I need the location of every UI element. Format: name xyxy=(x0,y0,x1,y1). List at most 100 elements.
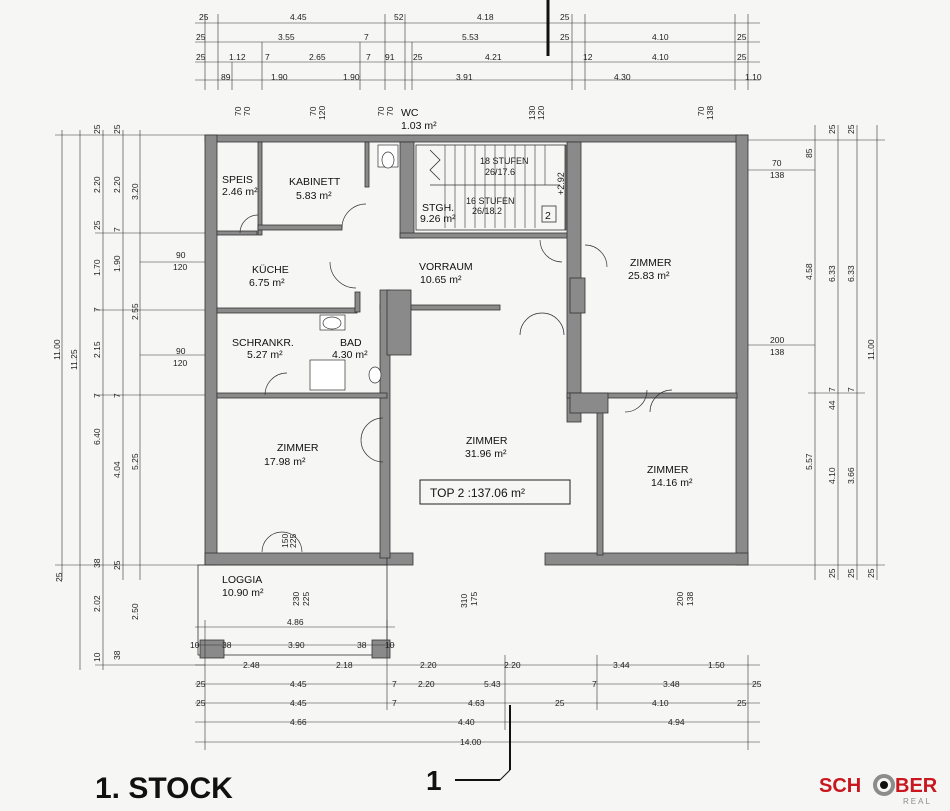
stairs-lower-label: 16 STUFEN xyxy=(466,196,515,206)
dim-bot-5-0: 4.66 xyxy=(290,717,307,727)
dim-bot-3-4: 5.43 xyxy=(484,679,501,689)
dim-right-c2-5: 25 xyxy=(846,568,856,578)
dim-left-c2-12: 38 xyxy=(112,650,122,660)
dim-left-c3-3: 1.90 xyxy=(112,255,122,272)
dim-bot-2-0: 2.48 xyxy=(243,660,260,670)
dim-right-outer-1: 6.33 xyxy=(846,265,856,282)
dim-left-open-1: 120 xyxy=(173,262,187,272)
dim-open-top-4: 70 xyxy=(376,106,386,116)
room-speis-name: SPEIS xyxy=(222,174,253,186)
dim-top-1-1: 3.55 xyxy=(278,32,295,42)
dim-bot-open-4: 310 xyxy=(459,594,469,608)
section-mark-2: 2 xyxy=(545,210,551,222)
floor-title: 1. STOCK xyxy=(95,772,233,805)
dim-left-c3-0: 25 xyxy=(112,124,122,134)
dim-open-top-5: 70 xyxy=(385,106,395,116)
dim-top-2-3: 2.65 xyxy=(309,52,326,62)
dim-left-c2-9: 25 xyxy=(54,572,64,582)
dim-open-top-0: 70 xyxy=(233,106,243,116)
dim-left-outer-1: 11.25 xyxy=(69,349,79,370)
right-dimension-labels: 11.00 6.33 85 4.58 5.57 25 25 6.33 7 44 … xyxy=(770,124,876,578)
doors xyxy=(239,203,673,553)
dim-top-2-9: 4.10 xyxy=(652,52,669,62)
dim-right-c2-2: 7 xyxy=(827,387,837,392)
dim-left-c1-2: 5.25 xyxy=(130,453,140,470)
dim-bot-4-2: 7 xyxy=(392,698,397,708)
dim-top-3-0: 89 xyxy=(221,72,231,82)
dim-left-c2-6: 7 xyxy=(92,393,102,398)
dim-bot-4-3: 4.63 xyxy=(468,698,485,708)
dim-bot-1-3: 38 xyxy=(357,640,367,650)
dim-left-c2-1: 2.20 xyxy=(92,176,102,193)
dim-right-c2-4: 4.10 xyxy=(827,467,837,484)
dim-top-3-2: 1.90 xyxy=(343,72,360,82)
dim-right-c1-1: 4.58 xyxy=(804,263,814,280)
room-speis-area: 2.46 m² xyxy=(222,186,258,198)
dim-right-c1-2: 5.57 xyxy=(804,453,814,470)
room-schrankr-name: SCHRANKR. xyxy=(232,337,294,349)
dim-top-2-1: 1.12 xyxy=(229,52,246,62)
room-zimmer-c-name: ZIMMER xyxy=(466,435,508,447)
dim-left-c3-6: 25 xyxy=(112,560,122,570)
dim-right-c3-3: 25 xyxy=(866,568,876,578)
dim-bot-0-0: 4.86 xyxy=(287,617,304,627)
dim-open-top-6: 130 xyxy=(527,106,537,120)
room-zimmer-w-name: ZIMMER xyxy=(277,442,319,454)
dim-left-c3-4: 7 xyxy=(112,393,122,398)
dim-top-1-6: 25 xyxy=(737,32,747,42)
dim-left-open-2: 90 xyxy=(176,346,186,356)
dim-left-c1-1: 2.55 xyxy=(130,303,140,320)
dim-left-open-3: 120 xyxy=(173,358,187,368)
dim-open-top-8: 70 xyxy=(696,106,706,116)
dim-bot-3-7: 25 xyxy=(752,679,762,689)
room-zimmer-e-area: 14.16 m² xyxy=(651,477,693,489)
dim-bot-1-4: 10 xyxy=(385,640,395,650)
room-zimmer-ne-area: 25.83 m² xyxy=(628,270,670,282)
dim-bot-1-0: 10 xyxy=(190,640,200,650)
room-kueche-name: KÜCHE xyxy=(252,264,289,276)
dim-top-2-2: 7 xyxy=(265,52,270,62)
dim-left-c2-10: 2.02 xyxy=(92,595,102,612)
logo-text-right: BER xyxy=(895,775,938,797)
dim-bot-2-2: 2.20 xyxy=(420,660,437,670)
right-dimension-lines xyxy=(740,125,885,580)
dim-bot-open-3: 225 xyxy=(301,592,311,606)
schober-real-logo: SCH BER REAL xyxy=(817,768,945,806)
dim-open-top-3: 120 xyxy=(317,106,327,120)
dim-bot-2-4: 3.44 xyxy=(613,660,630,670)
logo-sub: REAL xyxy=(903,797,932,806)
dim-right-open-3: 138 xyxy=(770,347,784,357)
dim-bot-3-2: 7 xyxy=(392,679,397,689)
dim-left-c2-8: 38 xyxy=(92,558,102,568)
dim-open-top-1: 70 xyxy=(242,106,252,116)
stairs-upper-label: 18 STUFEN xyxy=(480,156,529,166)
dim-bot-2-5: 1.50 xyxy=(708,660,725,670)
dim-bot-open-6: 200 xyxy=(675,592,685,606)
room-loggia-area: 10.90 m² xyxy=(222,587,264,599)
room-bad-area: 4.30 m² xyxy=(332,349,368,361)
dim-bot-4-5: 4.10 xyxy=(652,698,669,708)
room-wc-area: 1.03 m² xyxy=(401,120,437,132)
dim-top-1-4: 25 xyxy=(560,32,570,42)
room-stgh-area: 9.26 m² xyxy=(420,213,456,225)
dim-top-2-7: 4.21 xyxy=(485,52,502,62)
room-schrankr-area: 5.27 m² xyxy=(247,349,283,361)
room-loggia-name: LOGGIA xyxy=(222,574,262,586)
dim-right-open-2: 200 xyxy=(770,335,784,345)
dim-right-outer-0: 11.00 xyxy=(866,339,876,360)
dim-open-top-7: 120 xyxy=(536,106,546,120)
dim-left-open-0: 90 xyxy=(176,250,186,260)
dim-left-c2-2: 25 xyxy=(92,220,102,230)
logo-text-left: SCH xyxy=(819,775,861,797)
dim-left-c2-11: 10 xyxy=(92,652,102,662)
dim-bot-4-1: 4.45 xyxy=(290,698,307,708)
dim-bot-open-2: 230 xyxy=(291,592,301,606)
top-dimension-labels: 25 4.45 52 4.18 25 25 3.55 7 5.53 25 4.1… xyxy=(196,12,762,82)
dim-bot-open-5: 175 xyxy=(469,592,479,606)
dim-top-0-0: 25 xyxy=(199,12,209,22)
dim-right-c2-1: 6.33 xyxy=(827,265,837,282)
dim-top-2-6: 25 xyxy=(413,52,423,62)
top-area-label: TOP 2 :137.06 m² xyxy=(430,486,525,500)
room-kabinett-name: KABINETT xyxy=(289,176,341,188)
section-mark-1: 1 xyxy=(426,765,442,796)
